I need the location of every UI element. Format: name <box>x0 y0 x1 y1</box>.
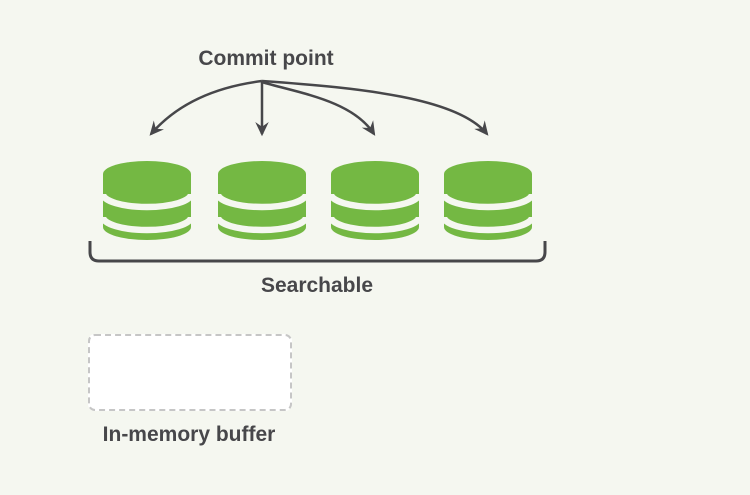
arrow-to-segment-3-icon <box>261 80 376 136</box>
arrow-to-segment-4-icon <box>261 79 489 136</box>
segment-cylinders <box>103 161 532 240</box>
in-memory-buffer-label: In-memory buffer <box>102 423 276 446</box>
database-icon <box>444 161 532 240</box>
arrow-to-segment-1-icon <box>149 79 263 136</box>
in-memory-buffer-box <box>88 334 292 411</box>
searchable-bracket <box>88 241 547 263</box>
commit-point-arrows <box>149 79 489 137</box>
searchable-label: Searchable <box>260 274 374 297</box>
database-icon <box>218 161 306 240</box>
database-icon <box>103 161 191 240</box>
database-icon <box>331 161 419 240</box>
commit-point-label: Commit point <box>198 47 334 70</box>
